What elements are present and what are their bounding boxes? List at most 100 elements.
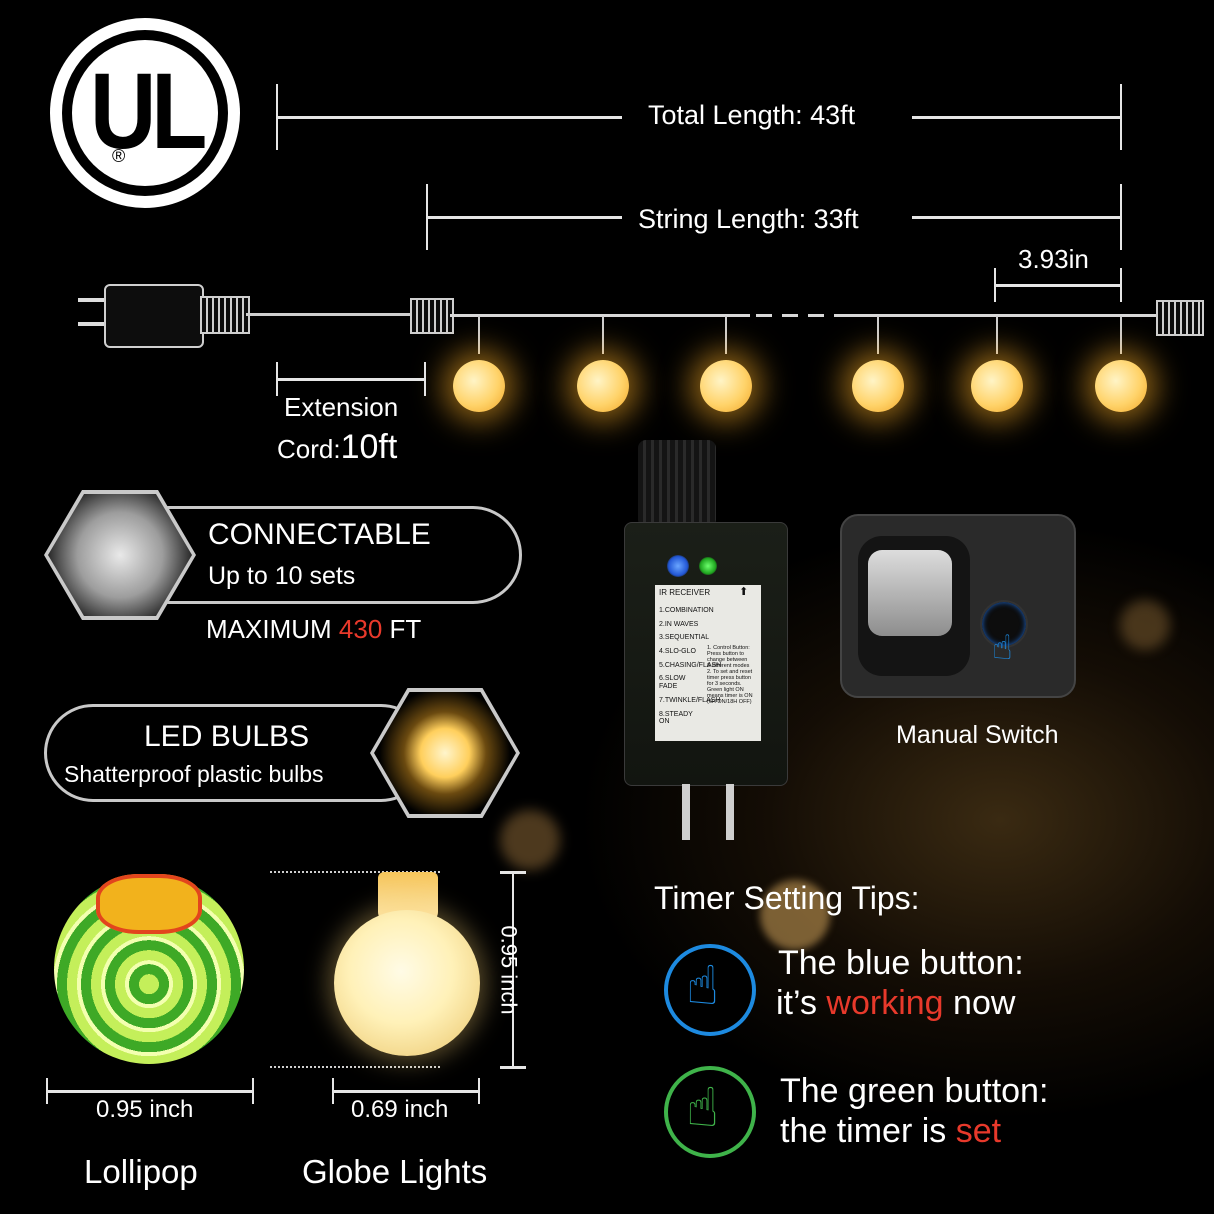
power-adapter: [104, 284, 204, 348]
controller-prongs: [682, 784, 690, 840]
pointing-hand-icon: ☝: [992, 629, 1013, 667]
dim-tick: [46, 1078, 48, 1104]
hand-pointer-icon: ☝: [686, 1078, 719, 1138]
blue-tip-highlight: working: [826, 984, 944, 1022]
instruction-line: (6H ON/18H OFF): [707, 699, 752, 706]
ir-receiver-label: IR RECEIVER: [659, 588, 711, 597]
dim-tick: [332, 1078, 334, 1104]
dim-tick: [994, 268, 996, 302]
dim-line: [48, 1090, 252, 1093]
instruction-line: 1. Control Button:: [707, 645, 750, 651]
dim-line: [912, 216, 1120, 219]
instruction-line: for 3 seconds.: [707, 681, 742, 688]
dim-tick: [1120, 184, 1122, 250]
dim-line: [334, 1090, 478, 1093]
bulb-stem: [478, 316, 480, 354]
mode-item: 2.IN WAVES: [659, 620, 699, 628]
globe-bulb-image: [334, 910, 480, 1056]
globe-label: Globe Lights: [302, 1153, 488, 1190]
blue-tip-line1: The blue button:: [778, 944, 1024, 982]
blue-tip-suffix: now: [953, 984, 1016, 1022]
mode-item: 5.CHASING/FLASH: [659, 661, 722, 669]
maximum-value: 430: [338, 614, 383, 644]
globe-width: 0.69 inch: [351, 1096, 449, 1123]
light-string-wire: [450, 314, 750, 317]
string-bulb: [852, 360, 904, 412]
bulb-stem: [877, 316, 879, 354]
dim-line: [912, 116, 1120, 119]
bulb-stem: [725, 316, 727, 354]
total-length-label: Total Length: 43ft: [648, 100, 856, 130]
blue-led-indicator: [667, 555, 689, 577]
lollipop-width: 0.95 inch: [96, 1096, 194, 1123]
lollipop-label: Lollipop: [84, 1153, 198, 1190]
mode-item: 6.SLOW FADE: [659, 675, 686, 691]
hand-pointer-icon: ☝: [686, 956, 719, 1016]
bulb-stem: [996, 316, 998, 354]
instruction-line: Press button to: [707, 651, 744, 658]
green-tip-line1: The green button:: [780, 1072, 1049, 1110]
manual-switch-box: ☝: [840, 514, 1076, 698]
instruction-line: change between: [707, 657, 748, 664]
globe-height-line: [512, 871, 514, 1069]
mode-item: 3.SEQUENTIAL: [659, 634, 710, 642]
dotted-guide: [270, 871, 440, 873]
controller-label: IR RECEIVER ⬆ 1.COMBINATION 2.IN WAVES 3.S…: [655, 585, 761, 741]
maximum-unit: FT: [389, 614, 422, 644]
mode-item: 7.TWINKLE/FLASH: [659, 696, 721, 704]
blue-tip-prefix: it’s: [776, 984, 817, 1022]
control-button[interactable]: [980, 600, 1028, 648]
green-tip-line2: the timer is set: [780, 1112, 1001, 1151]
dim-tick: [426, 184, 428, 250]
instruction-line: Green light ON: [707, 687, 744, 694]
instruction-line: means timer is ON: [707, 693, 753, 700]
instruction-line: timer press button: [707, 675, 752, 682]
string-bulb: [577, 360, 629, 412]
green-led-indicator: [699, 557, 717, 575]
string-bulb: [971, 360, 1023, 412]
led-bulbs-subtitle: Shatterproof plastic bulbs: [64, 761, 324, 787]
instruction-line: 8 different modes: [707, 663, 750, 670]
up-arrow-icon: ⬆: [739, 586, 749, 598]
extension-cord: [246, 313, 410, 316]
string-bulb: [1095, 360, 1147, 412]
green-tip-prefix: the timer is: [780, 1112, 947, 1150]
light-string-wire: [846, 314, 1156, 317]
plug-prongs: [78, 298, 104, 302]
bokeh-light: [500, 810, 560, 870]
string-bulb: [453, 360, 505, 412]
instruction-line: 2. To set and reset: [707, 669, 753, 676]
bulb-spacing-label: 3.93in: [1018, 244, 1089, 274]
string-bulb: [700, 360, 752, 412]
extension-label: Extension: [284, 392, 399, 422]
green-button-icon: ☝: [664, 1066, 756, 1158]
lollipop-wrapper-logo: [96, 874, 202, 934]
dim-tick: [252, 1078, 254, 1104]
globe-height: 0.95 inch: [496, 925, 522, 1015]
connectable-subtitle: Up to 10 sets: [208, 562, 356, 590]
adapter-connector: [200, 296, 250, 334]
bokeh-light: [760, 880, 830, 950]
dim-tick: [276, 84, 278, 150]
string-connector: [410, 298, 454, 334]
globe-height-tick-bottom: [500, 1066, 526, 1069]
dim-line: [996, 284, 1120, 287]
end-connector: [1156, 300, 1204, 336]
dim-line: [278, 378, 424, 381]
led-bulbs-title: LED BULBS: [144, 720, 310, 753]
mode-item: 1.COMBINATION: [659, 607, 714, 614]
ul-logo-letters: UL: [90, 50, 207, 171]
switch-plug: [868, 550, 952, 636]
connectable-title: CONNECTABLE: [208, 518, 431, 551]
blue-tip-line2: it’s working now: [776, 984, 1015, 1023]
bulb-stem: [602, 316, 604, 354]
ul-registered-mark: ®: [112, 146, 126, 166]
extension-cord-length: Cord:10ft: [277, 428, 397, 467]
extension-cord-prefix: Cord:: [277, 434, 341, 464]
dim-line: [278, 116, 622, 119]
ul-logo: UL ®: [50, 18, 240, 208]
dim-tick: [276, 362, 278, 396]
